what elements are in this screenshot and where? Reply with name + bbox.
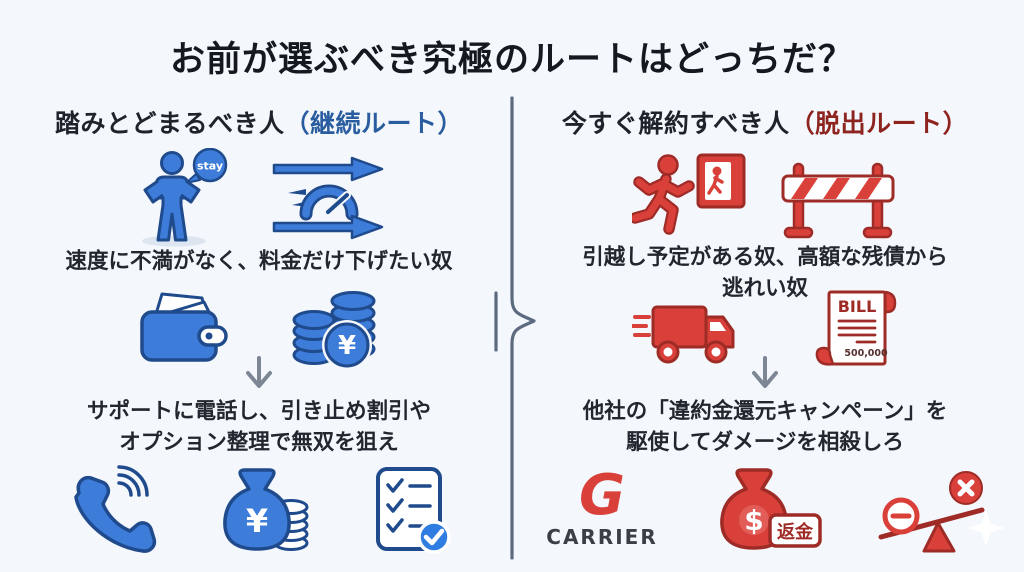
sparkle-icon [966, 508, 1006, 552]
speedometer-icon [272, 156, 383, 240]
offset-scale-icon [878, 471, 984, 553]
continue-route-column: 踏みとどまるべき人（継続ルート） stay [28, 0, 490, 572]
down-arrow-icon [752, 356, 778, 388]
right-action-text: 他社の「違約金還元キャンペーン」を駆使してダメージを相殺しろ [583, 396, 947, 458]
carrier-name-label: CARRIER [546, 525, 657, 549]
right-condition-text: 引越し予定がある奴、高額な残債から逃れい奴 [582, 242, 948, 304]
checklist-icon [375, 467, 451, 554]
runner-exit-icon [632, 153, 746, 235]
right-condition-line1: 引越し予定がある奴、高額な残債から [582, 245, 948, 270]
left-condition-text: 速度に不満がなく、料金だけ下げたい奴 [65, 249, 453, 274]
yen-coins-icon: ¥ [292, 291, 375, 370]
left-action-line2: オプション整理で無双を狙え [119, 430, 399, 455]
right-action-line1: 他社の「違約金還元キャンペーン」を [582, 399, 948, 424]
yen-moneybag-icon: ¥ [222, 468, 308, 551]
left-action-line1: サポートに電話し、引き止め割引や [86, 399, 431, 424]
dollar-bag-label: $ [744, 504, 763, 537]
bill-amount-label: 500,000 [844, 348, 888, 359]
yen-bag-label: ¥ [245, 502, 267, 540]
stay-bubble-label: stay [196, 160, 222, 173]
page-title: お前が選ぶべき究極のルートはどっちだ？ [169, 40, 854, 80]
carrier-logo-icon: G CARRIER [546, 463, 657, 549]
escape-route-column: 今すぐ解約すべき人（脱出ルート） [534, 0, 996, 572]
phone-icon [73, 465, 156, 553]
down-arrow-icon [246, 356, 272, 388]
left-heading: 踏みとどまるべき人（継続ルート） [55, 104, 463, 140]
refund-moneybag-icon: $ 返金 [719, 468, 822, 550]
bill-title-label: BILL [837, 297, 876, 316]
yen-coin-label: ¥ [337, 331, 355, 361]
left-heading-main: 踏みとどまるべき人 [54, 109, 285, 138]
divider-brace-icon [494, 96, 536, 560]
bill-scroll-icon: BILL 500,000 [815, 290, 896, 366]
left-heading-accent: （継続ルート） [284, 109, 464, 138]
right-heading: 今すぐ解約すべき人（脱出ルート） [562, 104, 968, 140]
refund-tag-label: 返金 [777, 521, 814, 543]
right-condition-line2: 逃れい奴 [721, 276, 808, 301]
center-divider [486, 96, 542, 564]
barricade-icon [781, 162, 895, 239]
truck-icon [631, 305, 734, 364]
carrier-mark-label: G [579, 463, 625, 528]
right-heading-accent: （脱出ルート） [789, 109, 969, 138]
person-stay-icon: stay [141, 148, 227, 247]
right-heading-main: 今すぐ解約すべき人 [561, 109, 790, 138]
left-action-text: サポートに電話し、引き止め割引やオプション整理で無双を狙え [87, 396, 431, 458]
right-action-line2: 駆使してダメージを相殺しろ [626, 430, 904, 455]
wallet-icon [139, 292, 228, 362]
